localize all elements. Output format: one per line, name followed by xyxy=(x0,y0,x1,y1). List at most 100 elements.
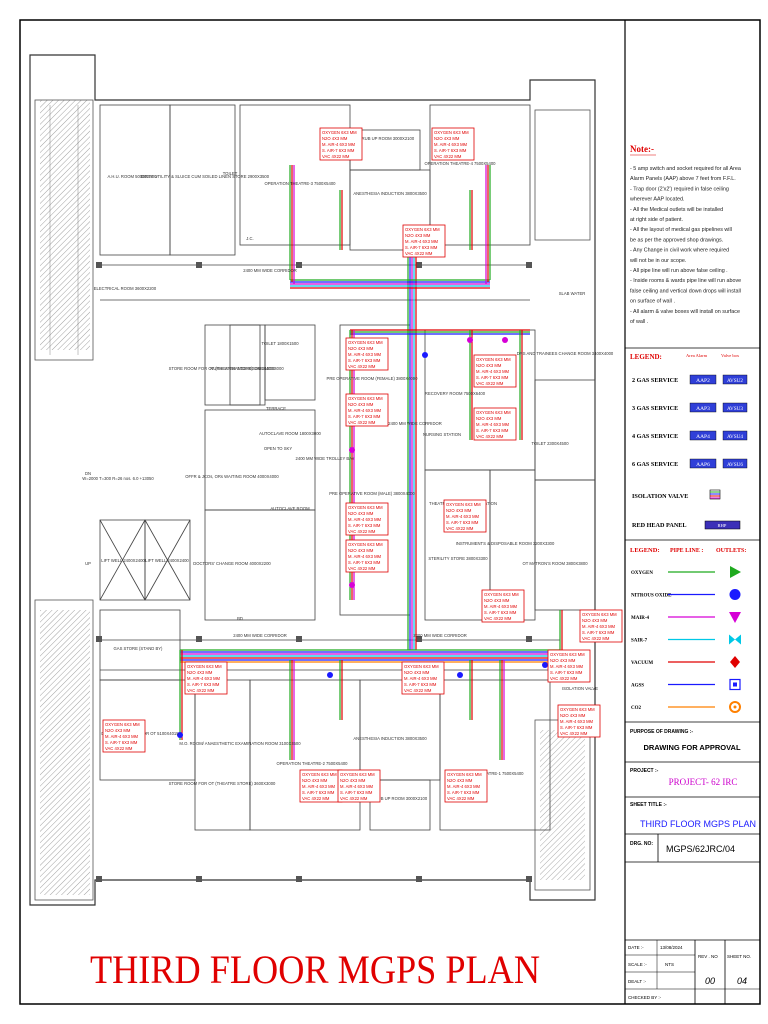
notes-heading: Note:- xyxy=(630,144,654,154)
room-label: PRE OPERATIVE ROOM (MALE) 3800X4000 xyxy=(329,491,415,496)
outlet-tag-line: M. AIR-4 6X3 MM xyxy=(476,369,510,374)
outlet-tag-line: OXYGEN 6X3 MM xyxy=(105,722,140,727)
gas-outlet-icon xyxy=(729,589,741,600)
red-head-panel-tag: RHP xyxy=(718,523,727,528)
room-label: DRS AND TRAINEES CHANGE ROOM 3400X4000 xyxy=(517,351,614,356)
outlet-tag-line: N2O 4X3 MM xyxy=(404,670,430,675)
outlet-tag-line: S. AIR-7 6X3 MM xyxy=(348,358,381,363)
project-label: PROJECT :- xyxy=(630,768,659,774)
outlet-tag-line: VAC 4X22 MM xyxy=(348,420,376,425)
outlet-tag-line: S. AIR-7 6X3 MM xyxy=(340,790,373,795)
outlet-tag-line: OXYGEN 6X3 MM xyxy=(322,130,357,135)
sheet-border xyxy=(19,19,761,1005)
room-label: STORE ROOM FOR OT (THEATRE STORE) 1850X4… xyxy=(169,366,276,371)
room-label: TERRACE xyxy=(266,406,286,411)
area-alarm-box xyxy=(689,374,717,385)
room-label: J.C. xyxy=(246,236,253,241)
outlet-tag-line: N2O 4X3 MM xyxy=(582,618,608,623)
room-label: ISOLATION VALVE xyxy=(562,686,598,691)
gas-name: MAIR-4 xyxy=(631,616,650,621)
outlet-tag-line: S. AIR-7 6X3 MM xyxy=(348,523,381,528)
legend-pipe-col: PIPE LINE : xyxy=(670,548,703,554)
rev-label: REV . NO xyxy=(698,954,718,959)
outlet-tag-line: VAC 4X22 MM xyxy=(447,796,475,801)
room-label: 2400 MM WIDE TROLLEY BAY xyxy=(296,456,355,461)
room-label: RECOVERY ROOM 7500X6400 xyxy=(425,391,486,396)
note-line: on surface of wall . xyxy=(630,299,675,305)
outlet-tag-line: N2O 4X3 MM xyxy=(484,598,510,603)
outlet-tag-line: S. AIR-7 6X3 MM xyxy=(550,670,583,675)
valve-box-label: AVSU6 xyxy=(727,462,743,468)
room-label: BD xyxy=(237,616,243,621)
outlet-tag-line: M. AIR-4 6X3 MM xyxy=(322,142,356,147)
outlet-tag-line: OXYGEN 6X3 MM xyxy=(302,772,337,777)
valve-box xyxy=(722,402,748,413)
room-label: ANESTHESIA INDUCTION 3800X3500 xyxy=(353,191,427,196)
outlet-tag-line: N2O 4X3 MM xyxy=(550,658,576,663)
gas-name: OXYGEN xyxy=(631,571,653,576)
outlet-tag-line: S. AIR-7 6X3 MM xyxy=(322,148,355,153)
scale-value: NTS xyxy=(665,962,674,967)
room-label: UP xyxy=(85,561,91,566)
legend-service-label: 4 GAS SERVICE xyxy=(632,433,678,440)
purpose-value: DRAWING FOR APPROVAL xyxy=(643,743,741,752)
room-label: OPEN TO SKY xyxy=(264,446,292,451)
outlet-tag-line: M. AIR-4 6X3 MM xyxy=(348,408,382,413)
outlet-tag-line: VAC 4X22 MM xyxy=(582,636,610,641)
isolation-valve-symbol xyxy=(709,489,721,500)
note-line: - Any Change in civil work where require… xyxy=(630,248,729,254)
note-line: will not be in our scope. xyxy=(629,258,686,264)
room-label: 2400 MM WIDE CORRIDOR xyxy=(233,633,287,638)
scale-label: SCALE :- xyxy=(628,962,647,967)
gas-name: NITROUS OXIDE xyxy=(631,594,672,599)
outlet-tag-line: S. AIR-7 6X3 MM xyxy=(446,520,479,525)
outlet-tag-line: S. AIR-7 6X3 MM xyxy=(348,414,381,419)
room-label: OPERATION THEATRE-2 7500X5400 xyxy=(277,761,349,766)
outlet-tag-line: N2O 4X3 MM xyxy=(434,136,460,141)
outlet-tag-line: OXYGEN 6X3 MM xyxy=(484,592,519,597)
room-label: ELECTRICAL ROOM 3600X2200 xyxy=(94,286,157,291)
room-label: OFFR & JCOs, ORs WAITING ROOM 4000X4000 xyxy=(185,474,279,479)
outlet-tag-line: OXYGEN 6X3 MM xyxy=(476,410,511,415)
area-alarm-label: AAP4 xyxy=(696,434,710,440)
note-line: of wall . xyxy=(630,319,648,325)
outlet-tag-line: M. AIR-4 6X3 MM xyxy=(484,604,518,609)
gas-name: AGSS xyxy=(631,684,644,689)
room-label: GAS STORE (STAND BY) xyxy=(114,646,164,651)
room-label: OPERATION THEATRE-1 7500X5400 xyxy=(453,771,525,776)
outlet-tag-line: M. AIR-4 6X3 MM xyxy=(404,676,438,681)
gas-outlet-icon xyxy=(730,656,740,668)
outlet-tag-line: VAC 4X22 MM xyxy=(476,434,504,439)
title-block: PURPOSE OF DRAWING :- DRAWING FOR APPROV… xyxy=(625,729,760,1004)
room-label: SCRUB UP ROOM 3000X2100 xyxy=(369,796,428,801)
outlet-tag-line: S. AIR-7 6X3 MM xyxy=(187,682,220,687)
outlet-tag-line: N2O 4X3 MM xyxy=(348,548,374,553)
room-label: STORE ROOM FOR OT (THEATRE STORE) 3600X3… xyxy=(169,781,276,786)
area-alarm-box xyxy=(689,430,717,441)
legend-col-alarm: Area Alarm xyxy=(686,353,708,358)
sheet-no-value: 04 xyxy=(737,976,747,986)
outlet-tag-line: OXYGEN 6X3 MM xyxy=(348,505,383,510)
area-alarm-box xyxy=(689,402,717,413)
outlet-tag-line: VAC 4X22 MM xyxy=(434,154,462,159)
room-label: DOCTORS' CHANGE ROOM 4000X2200 xyxy=(193,561,271,566)
red-head-panel-symbol: RHP xyxy=(704,520,741,530)
outlet-tag-line: M. AIR-4 6X3 MM xyxy=(348,554,382,559)
outlet-tag-line: OXYGEN 6X3 MM xyxy=(405,227,440,232)
outlet-tag-line: S. AIR-7 6X3 MM xyxy=(348,560,381,565)
outlet-tag-line: M. AIR-4 6X3 MM xyxy=(434,142,468,147)
gas-outlet-icon xyxy=(730,566,741,578)
note-line: false ceiling and vertical down drops wi… xyxy=(630,288,741,294)
outlet-tag-line: S. AIR-7 6X3 MM xyxy=(404,682,437,687)
